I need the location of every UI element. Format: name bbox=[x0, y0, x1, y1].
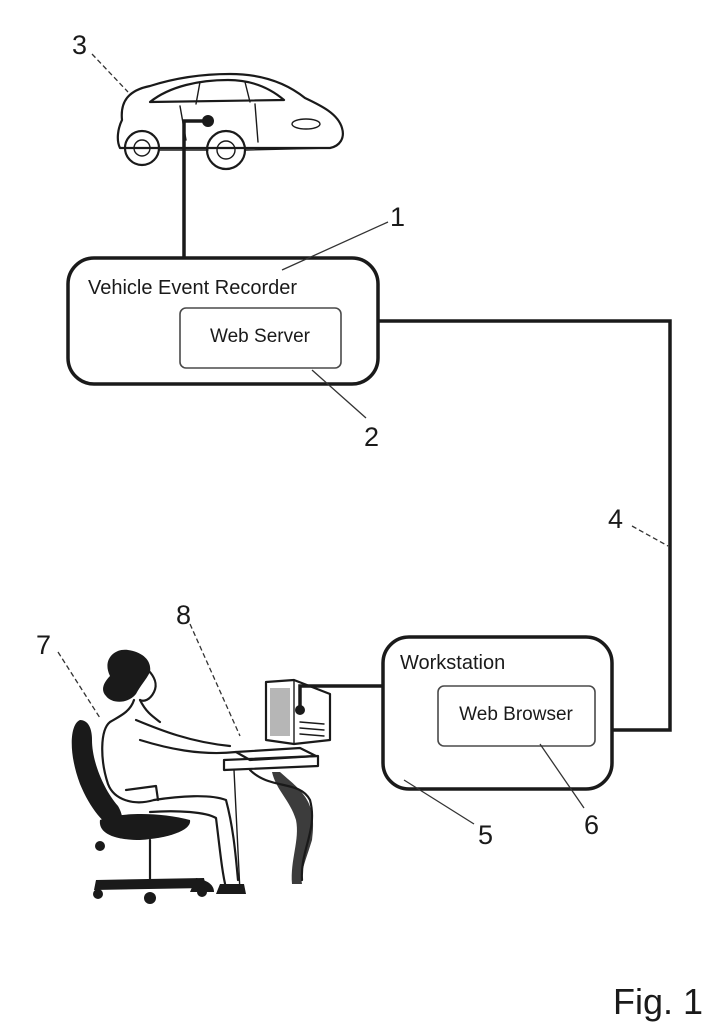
leader-line-8 bbox=[190, 624, 240, 736]
web-browser-box: Web Browser bbox=[438, 686, 595, 746]
seated-person-icon bbox=[72, 650, 246, 904]
car-icon bbox=[118, 74, 343, 169]
ref-numeral-2: 2 bbox=[364, 422, 379, 452]
workstation-title: Workstation bbox=[400, 652, 505, 674]
ref-numeral-4: 4 bbox=[608, 504, 623, 534]
web-server-label: Web Server bbox=[210, 326, 311, 347]
ref-numeral-3: 3 bbox=[72, 30, 87, 60]
web-browser-label: Web Browser bbox=[459, 704, 573, 725]
figure-caption: Fig. 1 bbox=[613, 981, 703, 1022]
leader-line-3 bbox=[92, 54, 128, 92]
computer-connection-line bbox=[300, 686, 383, 710]
vehicle-connection-line bbox=[184, 121, 208, 258]
ref-numeral-6: 6 bbox=[584, 810, 599, 840]
leader-line-7 bbox=[58, 652, 100, 718]
ref-numeral-8: 8 bbox=[176, 600, 191, 630]
workstation-box: Workstation Web Browser bbox=[383, 637, 612, 789]
ref-numeral-1: 1 bbox=[390, 202, 405, 232]
ref-numeral-5: 5 bbox=[478, 820, 493, 850]
ref-numeral-7: 7 bbox=[36, 630, 51, 660]
leader-line-4 bbox=[632, 526, 668, 546]
vehicle-event-recorder-box: Vehicle Event Recorder Web Server bbox=[68, 258, 378, 384]
desktop-computer-icon bbox=[224, 680, 330, 892]
recorder-title: Vehicle Event Recorder bbox=[88, 277, 297, 299]
web-server-box: Web Server bbox=[180, 308, 341, 368]
